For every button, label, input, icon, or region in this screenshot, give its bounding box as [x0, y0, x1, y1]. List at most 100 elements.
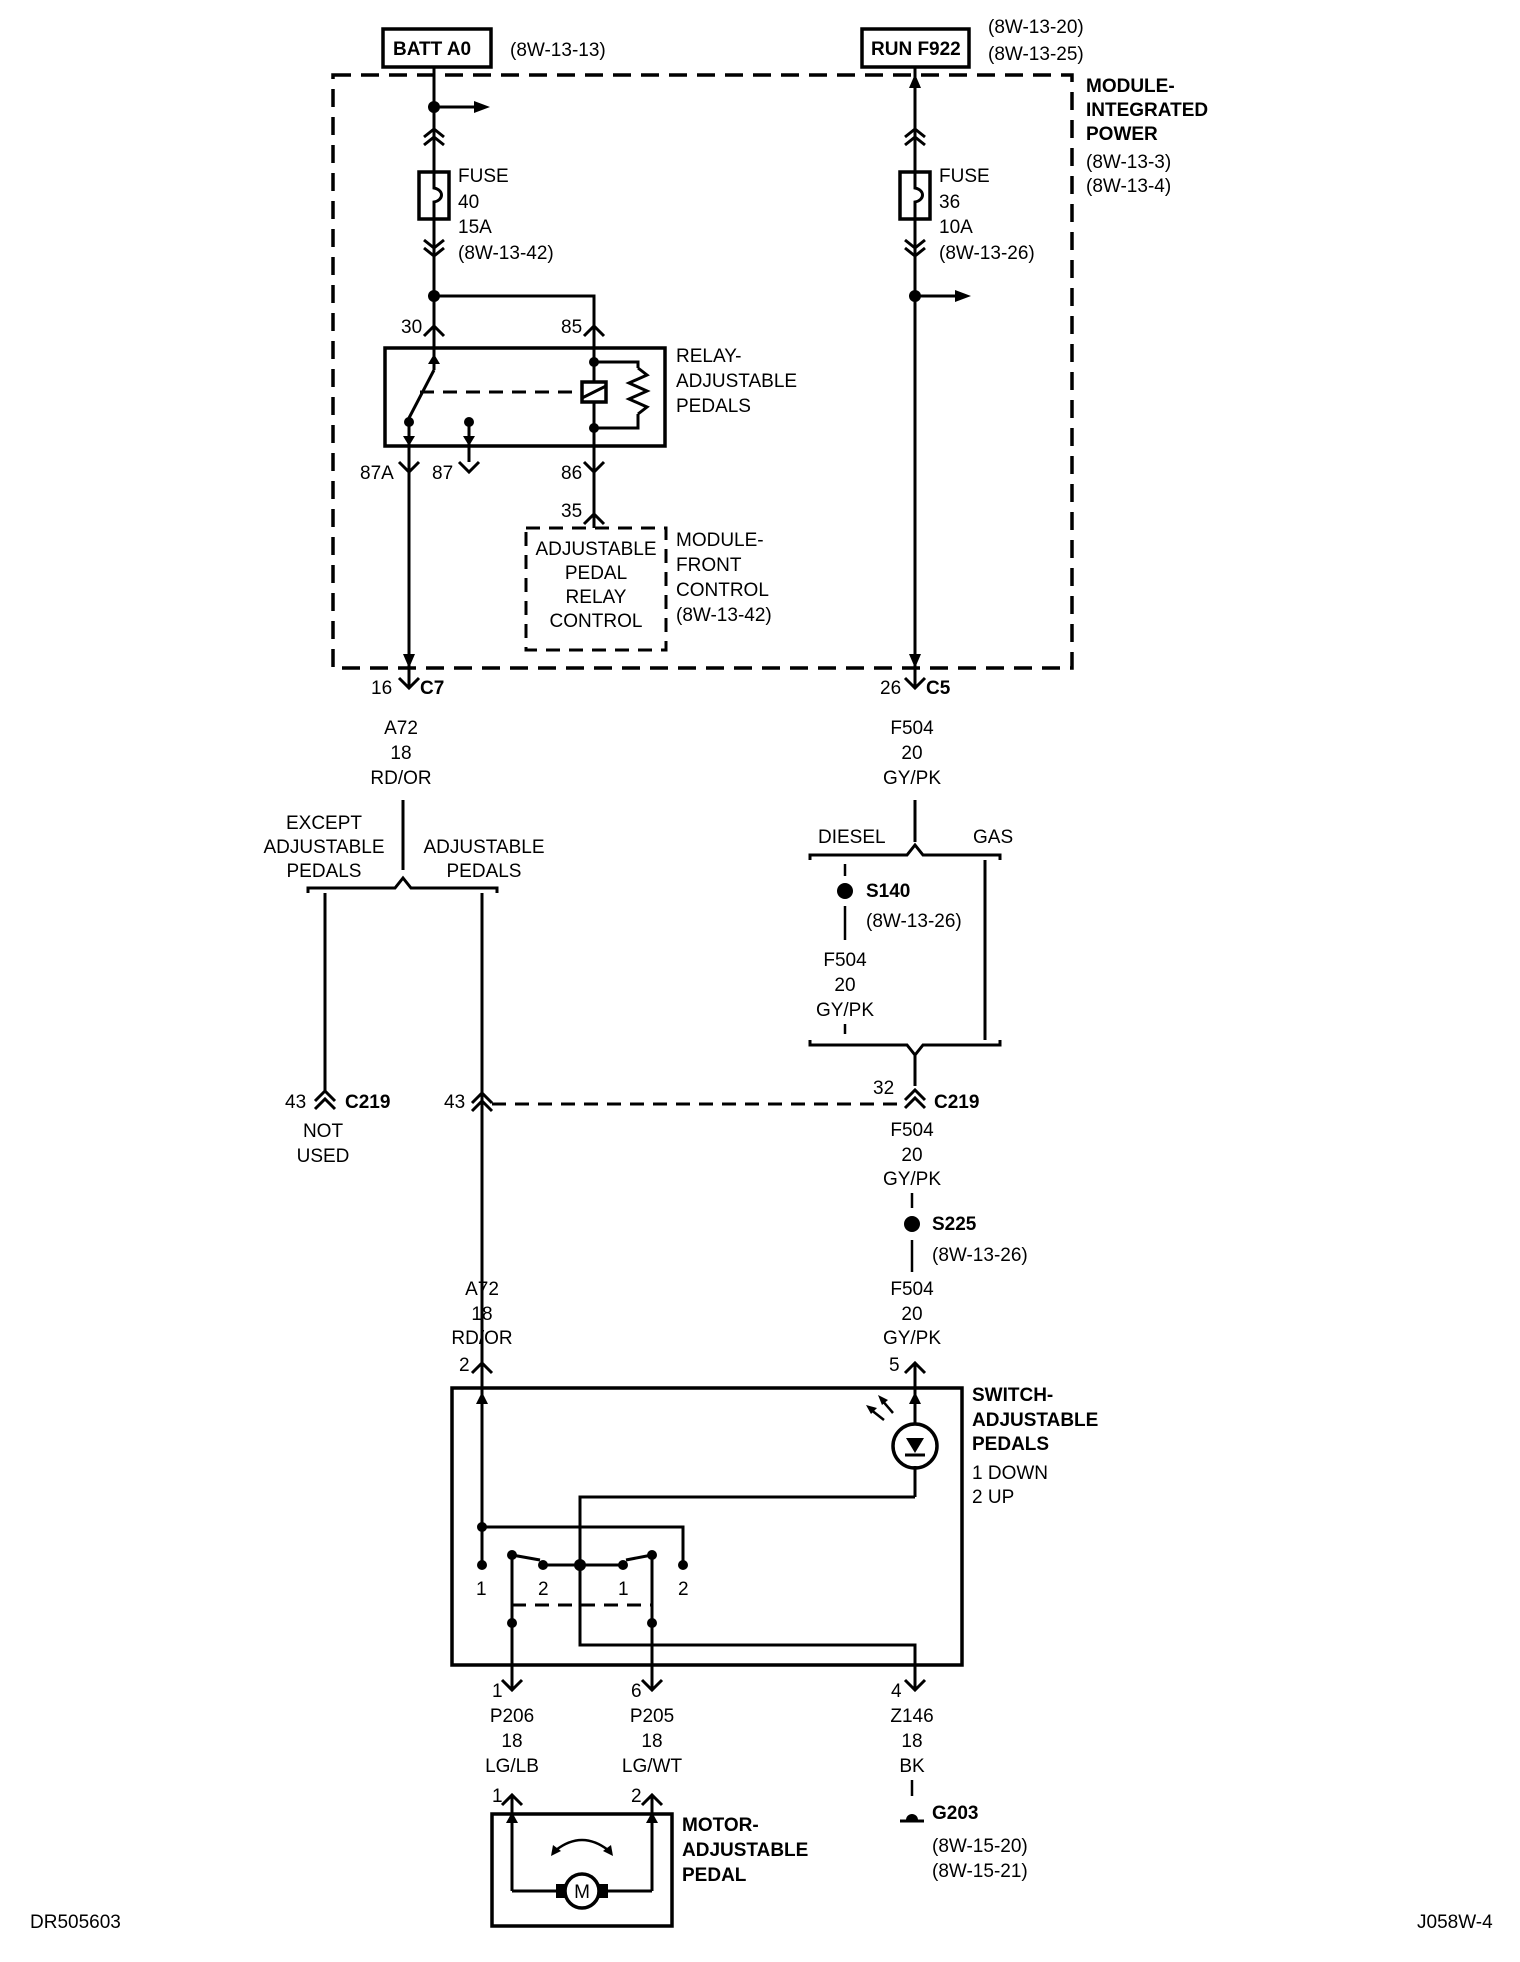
- ipm-ref-1: (8W-13-3): [1086, 152, 1171, 173]
- switch-terminal-1b-label: 1: [618, 1579, 629, 1600]
- fuse-40-amps: 15A: [458, 217, 492, 238]
- wire-z146-code: Z146: [890, 1706, 933, 1727]
- motor-brush: [556, 1884, 566, 1898]
- wire-f504-c-color: GY/PK: [883, 1169, 941, 1190]
- fuse-40-element: [432, 172, 443, 219]
- g203-ref-2: (8W-15-21): [932, 1861, 1028, 1882]
- switch-pin-6: [640, 1678, 664, 1693]
- arrow-head: [476, 1392, 488, 1404]
- fcm-label-1: MODULE-: [676, 530, 764, 551]
- c5-name: C5: [926, 678, 951, 699]
- connector-c5: [903, 676, 927, 691]
- wire-a72-gauge: 18: [390, 743, 411, 764]
- motor-rotation-head: [603, 1845, 613, 1856]
- splice-s225: [904, 1216, 920, 1232]
- switch-pin-4: [903, 1678, 927, 1693]
- switch-pin-6-label: 6: [631, 1681, 642, 1702]
- arrow-head: [909, 1392, 921, 1404]
- switch-label-4: 1 DOWN: [972, 1463, 1048, 1484]
- wire-z146-gauge: 18: [901, 1731, 922, 1752]
- conn-chevron: [904, 238, 926, 250]
- relay-pin-87: [457, 460, 481, 475]
- switch-pin-4-label: 4: [891, 1681, 902, 1702]
- wire-f504-d-gauge: 20: [901, 1304, 922, 1325]
- s140-ref: (8W-13-26): [866, 911, 962, 932]
- fcm-box-1: ADJUSTABLE: [535, 539, 656, 560]
- branch-brace: [306, 875, 499, 893]
- switch-dot: [647, 1618, 657, 1628]
- fuse-36-amps: 10A: [939, 217, 973, 238]
- c7-name: C7: [420, 678, 444, 699]
- motor-m: M: [574, 1882, 590, 1903]
- relay-pin-85: [582, 323, 606, 338]
- connector-c219-43-except: [313, 1096, 337, 1111]
- s225-ref: (8W-13-26): [932, 1245, 1028, 1266]
- ipm-ref-2: (8W-13-4): [1086, 176, 1171, 197]
- c219-name-a: C219: [345, 1092, 390, 1113]
- fuse-36-ref: (8W-13-26): [939, 243, 1035, 264]
- wire-f504-c-gauge: 20: [901, 1145, 922, 1166]
- wire-p205-color: LG/WT: [622, 1756, 683, 1777]
- branch-brace: [808, 842, 1002, 860]
- motor-brush: [598, 1884, 608, 1898]
- fcm-box-2: PEDAL: [565, 563, 627, 584]
- diesel-label: DIESEL: [818, 827, 886, 848]
- wire-p206-color: LG/LB: [485, 1756, 539, 1777]
- switch-terminal-1: [477, 1560, 487, 1570]
- relay-label-2: ADJUSTABLE: [676, 371, 797, 392]
- wire-a72-b-color: RD/OR: [451, 1328, 512, 1349]
- switch-terminal-2b: [678, 1560, 688, 1570]
- footer-right: J058W-4: [1417, 1912, 1493, 1933]
- conn-chevron: [423, 135, 445, 147]
- wire-f504-d-color: GY/PK: [883, 1328, 941, 1349]
- switch-bus: [482, 1525, 685, 1565]
- wire-f504-c-code: F504: [890, 1120, 934, 1141]
- fcm-box-3: RELAY: [566, 587, 627, 608]
- footer-left: DR505603: [30, 1912, 121, 1933]
- relay-coil-diag: [581, 384, 607, 400]
- run-f922-ref2: (8W-13-25): [988, 44, 1084, 65]
- connector-c219-32: [903, 1087, 927, 1102]
- wire-a72-b-gauge: 18: [471, 1304, 492, 1325]
- conn-chevron: [904, 246, 926, 258]
- switch-pin-1-label: 1: [492, 1681, 503, 1702]
- switch-terminal-1-label: 1: [476, 1579, 487, 1600]
- run-f922-ref1: (8W-13-20): [988, 17, 1084, 38]
- relay-pin-87-label: 87: [432, 463, 453, 484]
- switch-blade: [511, 1553, 541, 1562]
- wire-p205-gauge: 18: [641, 1731, 662, 1752]
- adj-label-2: PEDALS: [447, 861, 522, 882]
- conn-chevron: [904, 135, 926, 147]
- splice-s140: [837, 883, 853, 899]
- relay-arrow: [428, 354, 440, 364]
- wire-p205-code: P205: [630, 1706, 674, 1727]
- merge-brace: [808, 1040, 1002, 1058]
- motor-label-2: ADJUSTABLE: [682, 1840, 808, 1861]
- wire-to-85: [434, 294, 596, 336]
- relay-pin-85-label: 85: [561, 317, 582, 338]
- fcm-label-2: FRONT: [676, 555, 742, 576]
- arrow-head: [909, 654, 921, 668]
- ground-g203: [906, 1814, 918, 1820]
- wire-a72-b-code: A72: [465, 1279, 499, 1300]
- relay-pin-86-label: 86: [561, 463, 582, 484]
- switch-pin-1: [500, 1678, 524, 1693]
- switch-label-5: 2 UP: [972, 1487, 1014, 1508]
- g203-ref-1: (8W-15-20): [932, 1836, 1028, 1857]
- connector-c219-32: [903, 1095, 927, 1110]
- relay-resistor-bus: [594, 414, 640, 430]
- switch-blade: [625, 1553, 653, 1562]
- relay-pin-86: [582, 460, 606, 475]
- switch-terminal-2-label: 2: [538, 1579, 549, 1600]
- relay-pin-87a: [397, 460, 421, 475]
- fuse-40-label: FUSE: [458, 166, 509, 187]
- adj-label-1: ADJUSTABLE: [423, 837, 544, 858]
- fuse-36-num: 36: [939, 192, 960, 213]
- fcm-label-4: (8W-13-42): [676, 605, 772, 626]
- switch-label-1: SWITCH-: [972, 1385, 1053, 1406]
- fcm-label-3: CONTROL: [676, 580, 769, 601]
- conn-chevron: [423, 127, 445, 139]
- relay-pin-87a-label: 87A: [360, 463, 394, 484]
- conn-chevron: [904, 127, 926, 139]
- s225-name: S225: [932, 1214, 977, 1235]
